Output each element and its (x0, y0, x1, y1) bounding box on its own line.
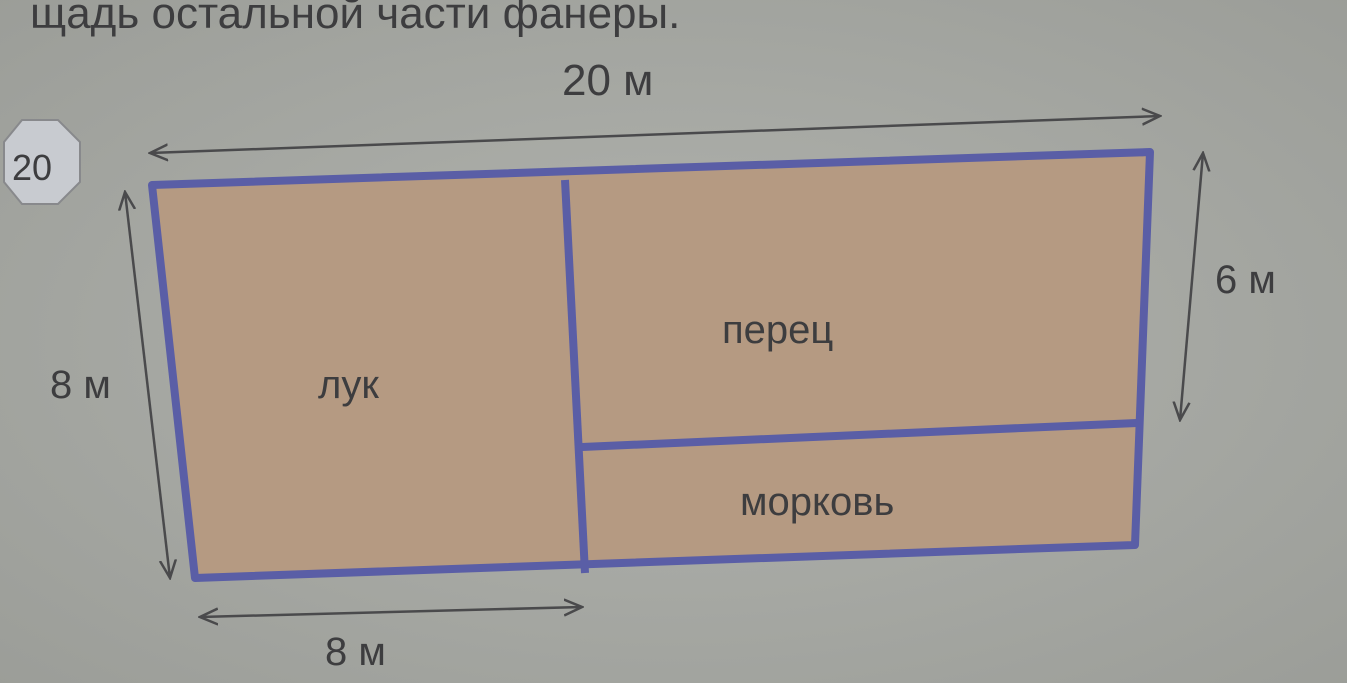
header-text: щадь остальной части фанеры. (30, 0, 680, 38)
bottom-width-arrow (200, 607, 582, 617)
divider-horizontal (581, 419, 1138, 451)
region-carrot-label: морковь (740, 480, 894, 524)
problem-number: 20 (12, 147, 52, 188)
right-height-label: 6 м (1215, 258, 1276, 302)
plot-outline (148, 148, 1154, 582)
problem-number-badge: 20 (3, 119, 81, 205)
region-pepper-label: перец (722, 308, 833, 352)
bottom-width-label: 8 м (325, 630, 386, 674)
region-onion-label: лук (318, 363, 379, 407)
right-height-arrow (1180, 153, 1203, 420)
top-width-label: 20 м (562, 56, 653, 105)
left-height-arrow (125, 192, 170, 578)
left-height-label: 8 м (50, 363, 111, 407)
top-width-arrow (150, 116, 1160, 153)
divider-vertical (561, 179, 589, 574)
